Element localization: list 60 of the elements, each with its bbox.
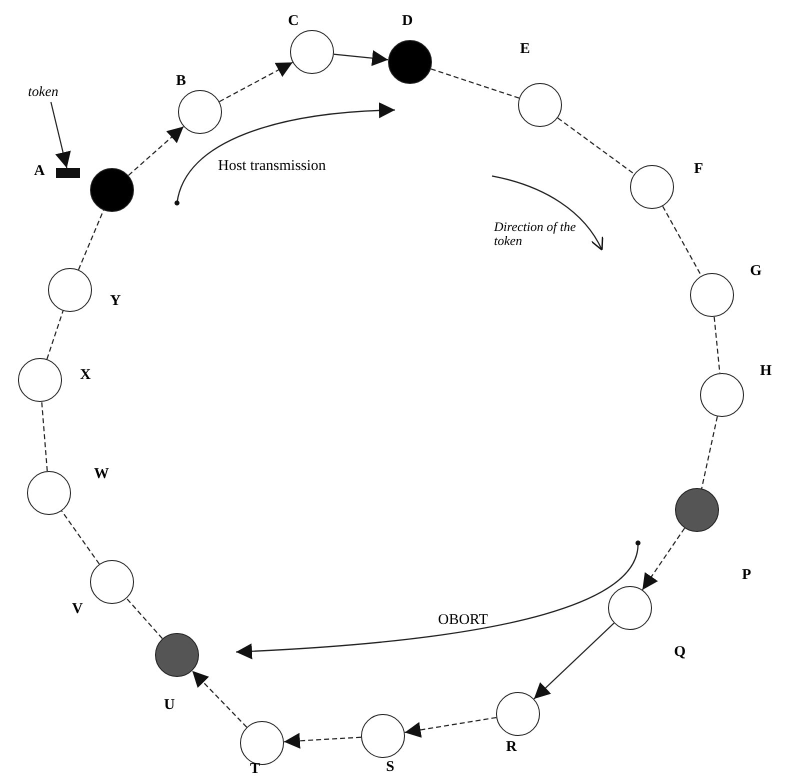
node-circle xyxy=(90,168,134,212)
node-label: P xyxy=(742,568,752,583)
node-circle xyxy=(496,692,540,736)
node-label: R xyxy=(506,740,517,755)
arrow xyxy=(128,126,184,176)
node-circle xyxy=(27,471,71,515)
arrow xyxy=(404,716,496,738)
node-label: X xyxy=(80,368,91,383)
node-circle xyxy=(178,90,222,134)
arrow xyxy=(192,670,248,728)
node-circle xyxy=(608,586,652,630)
annotation-label: Host transmission xyxy=(218,158,326,174)
node-circle xyxy=(361,714,405,758)
node-label: D xyxy=(402,14,413,29)
node-circle xyxy=(90,560,134,604)
node-circle xyxy=(155,633,199,677)
arrow xyxy=(642,528,686,590)
node-label: H xyxy=(760,364,772,379)
node-label: F xyxy=(694,162,704,177)
connector-line xyxy=(662,206,702,276)
node-label: A xyxy=(34,164,45,179)
token-marker xyxy=(56,168,80,178)
node-circle xyxy=(690,273,734,317)
connector-line xyxy=(714,316,720,374)
node-label: E xyxy=(520,42,530,57)
node-label: B xyxy=(176,74,186,89)
token-label: token xyxy=(28,86,70,102)
arrow xyxy=(50,102,71,168)
connector-line xyxy=(557,118,635,174)
node-circle xyxy=(240,721,284,765)
connector-line xyxy=(78,210,104,270)
node-label: Y xyxy=(110,294,121,309)
node-circle xyxy=(48,268,92,312)
node-circle xyxy=(700,373,744,417)
arrow xyxy=(534,622,614,700)
node-label: C xyxy=(288,14,299,29)
node-label: T xyxy=(250,762,260,777)
connector-line xyxy=(41,402,48,472)
connector-line xyxy=(701,416,718,489)
node-label: V xyxy=(72,602,83,617)
connector-line xyxy=(46,310,64,360)
node-circle xyxy=(518,83,562,127)
node-label: Q xyxy=(674,645,686,660)
annotation-label: OBORT xyxy=(438,612,488,628)
arrow xyxy=(334,50,388,66)
node-label: S xyxy=(386,760,394,775)
node-circle xyxy=(18,358,62,402)
connector-line xyxy=(61,510,100,564)
node-label: U xyxy=(164,698,175,713)
node-circle xyxy=(630,165,674,209)
node-circle xyxy=(675,488,719,532)
arrow xyxy=(284,732,362,749)
node-circle xyxy=(388,40,432,84)
arrow xyxy=(219,62,293,102)
direction-label: Direction of the token xyxy=(494,220,577,249)
node-label: W xyxy=(94,467,109,482)
connector-line xyxy=(126,598,163,639)
node-label: G xyxy=(750,264,762,279)
node-circle xyxy=(290,30,334,74)
connector-line xyxy=(430,68,520,99)
